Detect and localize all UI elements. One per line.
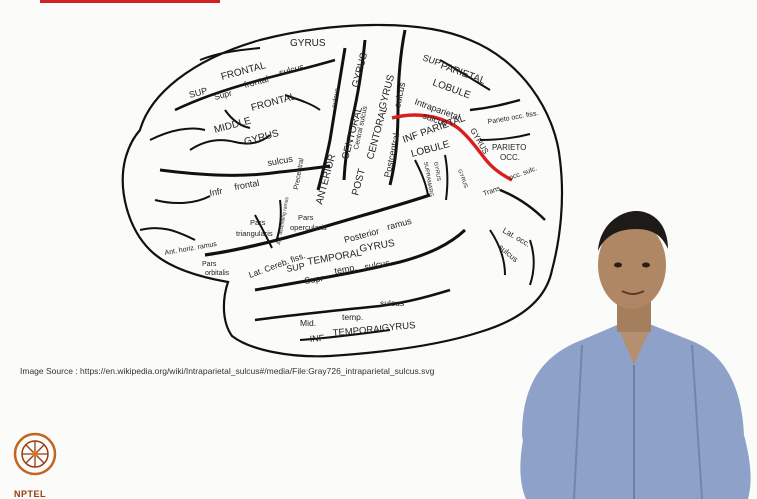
brain-label: Pars — [298, 213, 314, 222]
brain-label: FRONTAL — [250, 91, 298, 114]
brain-label: temp. — [334, 262, 358, 276]
brain-label: Parieto occ. fiss. — [487, 110, 539, 126]
brain-label: GYRUS — [432, 161, 441, 182]
brain-label: Trans. — [482, 185, 503, 198]
brain-label: Pars — [202, 261, 217, 268]
brain-label: Pars — [250, 218, 266, 227]
brain-label: POST — [350, 168, 368, 197]
brain-label: sulcus — [278, 62, 306, 78]
brain-label: SUP — [421, 52, 442, 68]
presenter-figure — [512, 205, 757, 499]
brain-label: frontal — [234, 178, 260, 192]
brain-label: Supr — [213, 88, 233, 102]
brain-label: opercularis — [290, 223, 327, 232]
brain-label: sulcus — [364, 258, 391, 272]
brain-label: sulcus — [267, 154, 294, 168]
brain-label: ANTERIOR — [314, 153, 338, 206]
brain-label: LOBULE — [431, 77, 472, 101]
brain-label: occ. sulc. — [508, 165, 538, 182]
brain-label: GYRUS — [290, 38, 326, 49]
brain-label: GYRUS — [350, 51, 370, 89]
brain-label: ramus — [386, 216, 413, 232]
brain-label: Precentral — [293, 157, 306, 190]
brain-label: INF — [309, 333, 325, 344]
brain-label: triangularis — [236, 229, 273, 238]
brain-label: GYRUS — [359, 238, 396, 255]
brain-label: sulcus — [331, 87, 341, 108]
brain-label: SUP — [286, 261, 306, 274]
brain-label: GYRUS — [243, 128, 281, 148]
brand-text: NPTEL — [14, 489, 46, 499]
brain-label: TEMPORAL — [332, 323, 385, 339]
brain-label: Supr — [304, 273, 324, 286]
brain-label: Postcentral — [382, 132, 401, 178]
brain-label: Infr — [209, 186, 224, 198]
brain-label: sulcus — [380, 298, 404, 308]
brain-label: orbitalis — [205, 270, 230, 277]
image-source-caption: Image Source : https://en.wikipedia.org/… — [20, 366, 434, 376]
brain-label: PARIETO — [492, 143, 526, 152]
brain-label: temp. — [342, 312, 363, 322]
brain-label: GYRUS — [456, 169, 468, 190]
brain-label: GYRUS — [381, 320, 416, 334]
brain-label: OCC. — [500, 153, 520, 162]
brain-label: Mid. — [300, 318, 316, 328]
